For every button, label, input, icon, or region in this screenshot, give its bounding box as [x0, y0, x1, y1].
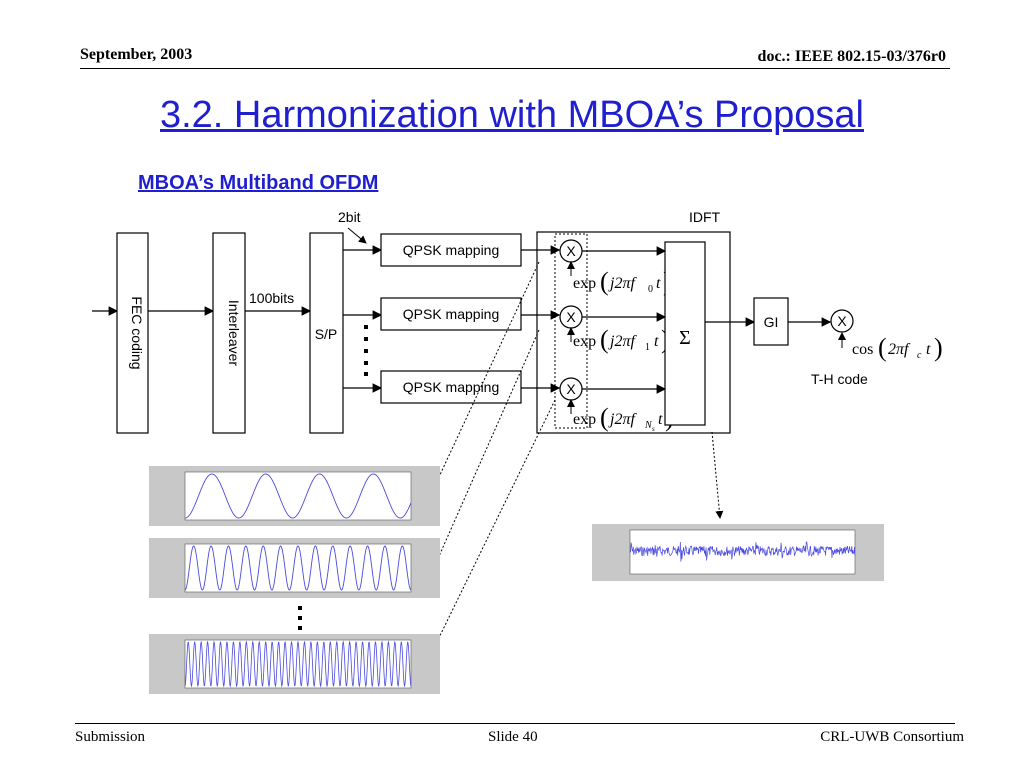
sp-label: S/P: [315, 326, 338, 342]
idft-label: IDFT: [689, 209, 721, 225]
header-doc-id: doc.: IEEE 802.15-03/376r0: [757, 48, 946, 65]
svg-text:j2πf: j2πf: [608, 333, 637, 350]
exp-formula-1: exp ( j2πf 0 t ): [573, 267, 672, 296]
multiplier-3-symbol: X: [566, 381, 576, 397]
ofdm-output-waveform-plot: [592, 524, 884, 581]
qpsk-block-2: [380, 297, 522, 331]
subcarrier-waveform-plot-1: [149, 466, 440, 526]
fec-coding-block: [116, 232, 149, 434]
vertical-ellipsis-sp: [364, 325, 368, 376]
svg-text:j2πf: j2πf: [608, 411, 637, 428]
th-code-label: T-H code: [811, 371, 868, 387]
slide-title: 3.2. Harmonization with MBOA’s Proposal: [159, 94, 864, 136]
multiplier-1-symbol: X: [566, 243, 576, 259]
summation-block: [664, 241, 706, 426]
fec-coding-label: FEC coding: [129, 296, 145, 369]
qpsk-block-1: [380, 233, 522, 267]
qpsk-label-1: QPSK mapping: [403, 242, 500, 258]
gi-block: [753, 297, 789, 346]
vertical-ellipsis-plots: [298, 606, 302, 630]
exp-formula-3: exp ( j2πf N s t ): [573, 403, 674, 433]
footer-slide-number: Slide 40: [488, 729, 538, 745]
multiplier-group-box: [554, 233, 588, 429]
svg-text:): ): [934, 333, 943, 362]
idft-outer-box: [536, 231, 731, 434]
qpsk-label-2: QPSK mapping: [403, 306, 500, 322]
footer-divider: [75, 723, 955, 724]
svg-text:t: t: [658, 411, 663, 428]
svg-text:s: s: [652, 425, 655, 433]
qpsk-label-3: QPSK mapping: [403, 379, 500, 395]
sp-block: [309, 232, 344, 434]
interleaver-block: [212, 232, 246, 434]
svg-text:(: (: [878, 333, 887, 362]
bits-2-pointer: [347, 227, 367, 244]
svg-text:exp: exp: [573, 275, 596, 292]
cos-formula: cos ( 2πf c t ): [852, 333, 943, 362]
svg-text:cos: cos: [852, 341, 873, 358]
gi-label: GI: [764, 314, 779, 330]
sigma-symbol: Σ: [679, 327, 691, 349]
multiplier-2-symbol: X: [566, 309, 576, 325]
pointer-to-wave-2: [431, 329, 540, 573]
interleaver-label: Interleaver: [226, 300, 242, 366]
svg-text:N: N: [644, 420, 653, 431]
qpsk-block-3: [380, 370, 522, 404]
svg-text:j2πf: j2πf: [608, 275, 637, 292]
svg-text:(: (: [600, 325, 609, 354]
subcarrier-waveform-plot-2: [149, 538, 440, 598]
svg-text:t: t: [926, 341, 931, 358]
svg-text:(: (: [600, 267, 609, 296]
svg-text:t: t: [656, 275, 661, 292]
rf-mixer-symbol: X: [837, 313, 847, 329]
svg-text:c: c: [917, 350, 922, 361]
header-date: September, 2003: [80, 46, 193, 63]
pointer-to-ofdm-output: [711, 431, 724, 519]
footer-submission: Submission: [75, 729, 146, 745]
footer-consortium: CRL-UWB Consortium: [820, 729, 964, 745]
header-divider: [80, 68, 950, 69]
svg-text:1: 1: [645, 342, 650, 353]
subcarrier-waveform-plot-3: [149, 634, 440, 694]
svg-text:exp: exp: [573, 411, 596, 428]
bits-100-label: 100bits: [249, 290, 294, 306]
exp-formula-2: exp ( j2πf 1 t ): [573, 325, 670, 354]
svg-text:2πf: 2πf: [888, 341, 911, 358]
svg-text:t: t: [654, 333, 659, 350]
bits-2-label: 2bit: [338, 209, 361, 225]
svg-text:exp: exp: [573, 333, 596, 350]
slide-subtitle: MBOA’s Multiband OFDM: [138, 172, 379, 194]
svg-text:0: 0: [648, 284, 653, 295]
svg-text:(: (: [600, 403, 609, 432]
pointer-to-wave-3: [431, 399, 556, 653]
